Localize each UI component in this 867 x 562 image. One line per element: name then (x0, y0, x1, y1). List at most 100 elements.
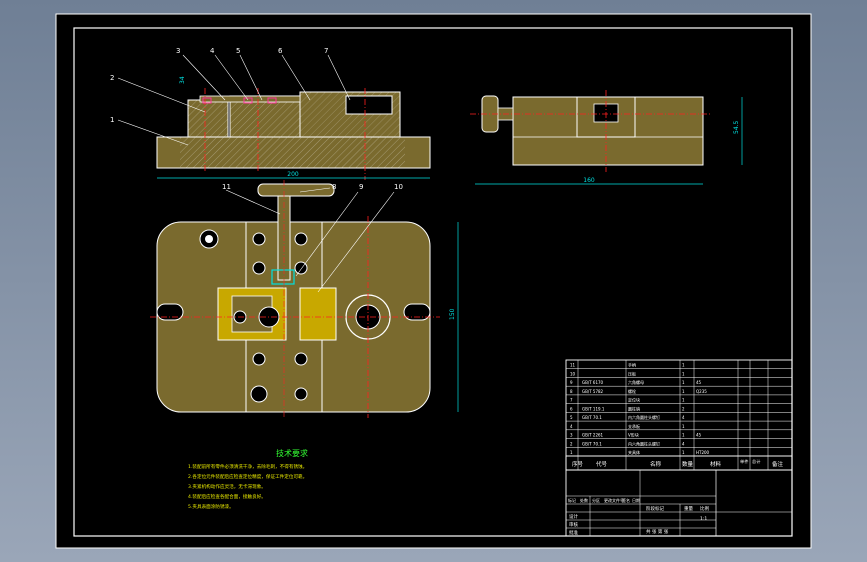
leader-4 (214, 54, 249, 101)
balloon-11: 11 (222, 183, 231, 191)
clamp-plate (299, 287, 337, 341)
handle-bar (257, 183, 335, 197)
cell-name: 支承板 (628, 423, 640, 429)
top-vdim-text: 150 (449, 308, 456, 320)
leader-6 (281, 54, 311, 101)
cell-seq: 9 (570, 380, 573, 385)
balloon-5: 5 (236, 47, 240, 55)
screw-marker-1 (202, 97, 212, 104)
cell-seq: 6 (570, 406, 573, 411)
leader-10 (317, 191, 395, 293)
cell-qty: 4 (682, 415, 685, 420)
head-total: 总计 (752, 458, 760, 465)
cell-name: 六角螺母 (628, 379, 644, 385)
cell-seq: 5 (570, 415, 573, 420)
side-view: 160 54.5 (470, 90, 743, 185)
table-row: 7 定位块 1 (566, 397, 792, 404)
head-seq: 序号 (572, 460, 584, 468)
hole-11 (294, 387, 308, 401)
cell-name: 压板 (628, 370, 636, 376)
cell-qty: 2 (682, 406, 685, 411)
top-slot-right (403, 303, 431, 321)
head-material: 材料 (710, 460, 722, 468)
cell-code: GB/T 119.1 (582, 406, 605, 411)
tb-scale: 比例 (700, 505, 709, 512)
front-top-plate (199, 95, 301, 103)
tb-audit: 审核 (569, 521, 578, 528)
tb-sign-name: 签名 (622, 497, 630, 503)
front-dim-text: 200 (287, 171, 299, 178)
hole-8 (252, 352, 266, 366)
cell-material: HT200 (696, 450, 710, 455)
note-line-2: 2.各定位元件装配后应检查定位精度，保证工件定位可靠。 (188, 473, 307, 480)
table-row: 4 支承板 1 (566, 423, 792, 431)
cell-seq: 2 (570, 441, 573, 446)
cell-name: 手柄 (628, 362, 636, 368)
tb-approve: 批准 (569, 529, 578, 536)
note-line-1: 1.装配前所有零件必须清洗干净，去除毛刺，不得有锈蚀。 (188, 463, 307, 470)
leader-11 (225, 189, 281, 215)
cell-seq: 7 (570, 398, 573, 403)
balloon-2: 2 (110, 74, 114, 82)
side-vdim-text: 54.5 (733, 120, 740, 134)
hole-2 (252, 232, 266, 246)
drawing-frame (73, 27, 793, 537)
leader-3 (182, 54, 226, 101)
leader-9 (295, 191, 359, 277)
front-view: 200 34 1 2 3 4 5 6 7 (110, 47, 431, 180)
cell-seq: 3 (570, 433, 573, 438)
cell-name: 定位块 (628, 397, 640, 403)
cell-code: GB/T 6170 (582, 380, 604, 385)
cell-seq: 10 (570, 371, 576, 376)
screw-marker-2 (243, 97, 253, 104)
cell-qty: 1 (682, 398, 685, 403)
note-line-5: 5.夹具表面涂防锈漆。 (188, 503, 234, 510)
leader-1 (117, 119, 189, 146)
leader-7 (327, 54, 351, 101)
cell-qty: 1 (682, 380, 685, 385)
cell-name: 螺栓 (628, 388, 636, 394)
title-block-frame (565, 469, 793, 537)
tb-sign-area: 分区 (592, 497, 600, 503)
cell-name: V形块 (628, 432, 639, 438)
cell-qty: 1 (682, 389, 685, 394)
hole-10 (250, 385, 268, 403)
head-name: 名称 (650, 460, 662, 468)
balloon-8: 8 (332, 183, 336, 191)
nut-highlight (271, 269, 295, 285)
cell-seq: 4 (570, 424, 573, 429)
cell-name: 圆柱销 (628, 405, 640, 411)
leader-2 (117, 77, 206, 113)
cell-name: 夹具体 (628, 449, 640, 455)
balloon-1: 1 (110, 116, 114, 124)
balloon-3: 3 (176, 47, 180, 55)
balloon-10: 10 (394, 183, 403, 191)
tb-sign-count: 处数 (580, 497, 588, 503)
cell-seq: 11 (570, 363, 576, 368)
side-dim-text: 160 (583, 177, 595, 184)
head-qty: 数量 (682, 460, 694, 468)
cell-qty: 4 (682, 441, 685, 446)
support-block-mid-hatch (230, 96, 300, 137)
clamp-jaw (345, 95, 393, 115)
tb-sign-doc: 更改文件号 (604, 497, 624, 503)
cell-qty: 1 (682, 363, 685, 368)
cell-qty: 1 (682, 424, 685, 429)
cell-qty: 1 (682, 433, 685, 438)
cell-qty: 1 (682, 450, 685, 455)
cell-code: GB/T 5782 (582, 389, 604, 394)
hole-3 (294, 232, 308, 246)
tb-sheet: 共 张 第 张 (646, 528, 669, 535)
leader-8 (299, 187, 331, 193)
support-block-left-hatch (188, 100, 228, 137)
note-line-4: 4.装配后应检查各配合面，接触良好。 (188, 493, 266, 500)
table-row: 6 GB/T 119.1 圆柱销 2 (566, 405, 792, 413)
hole-4 (252, 261, 266, 275)
